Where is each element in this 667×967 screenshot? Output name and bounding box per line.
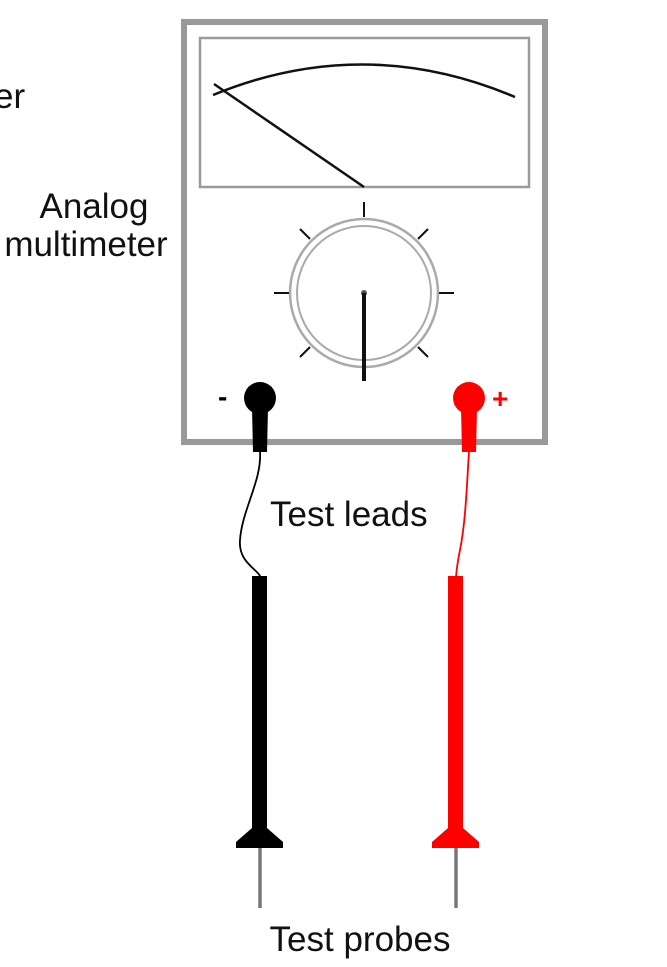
meter-display	[198, 36, 531, 189]
positive-test-lead	[455, 451, 470, 581]
analog-multimeter-label-line1: Analog	[40, 187, 149, 226]
negative-test-lead	[239, 451, 262, 581]
negative-jack-icon	[244, 382, 276, 452]
test-probes-label: Test probes	[270, 920, 451, 959]
negative-test-probe	[236, 576, 283, 908]
negative-terminal-label: -	[218, 381, 227, 412]
positive-jack-icon	[453, 382, 485, 452]
rotary-selector-knob-icon	[274, 202, 454, 381]
test-leads-label: Test leads	[270, 495, 428, 534]
positive-test-probe	[432, 576, 479, 908]
positive-terminal-label: +	[492, 383, 508, 414]
meter-needle-icon	[213, 82, 365, 189]
meter-scale-arc	[212, 63, 516, 99]
partial-left-label: er	[0, 77, 25, 116]
analog-multimeter-label-line2: multimeter	[4, 225, 168, 264]
